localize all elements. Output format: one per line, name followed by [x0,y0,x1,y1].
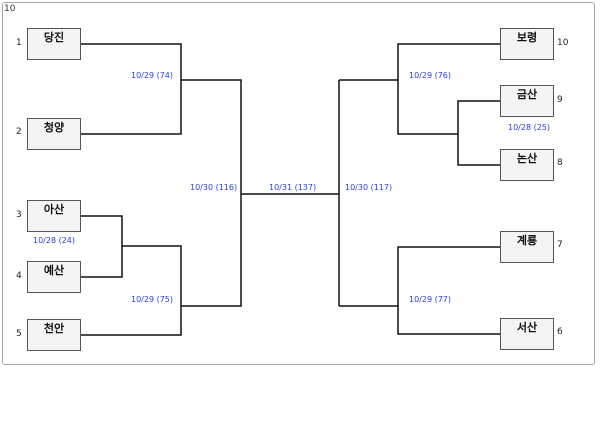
match-date-left-semi: 10/30 (116) [190,183,238,192]
line-left-r1-to-semi [181,79,242,307]
team-name: 서산 [516,321,538,334]
seed-label: 5 [16,329,22,339]
team-name: 논산 [516,152,538,165]
bracket-frame [2,2,595,365]
team-name: 청양 [43,121,65,134]
frame-label: 10 [4,4,16,14]
seed-label: 1 [16,38,22,48]
seed-label: 8 [557,158,563,168]
team-nonsan: 논산 [500,149,554,181]
team-name: 보령 [516,31,538,44]
team-geumsan: 금산 [500,85,554,117]
line-dangjin-cheongyang [81,43,182,135]
line-geumsan-nonsan [457,100,500,166]
match-date-right-r1-top: 10/29 (76) [409,71,452,80]
match-date-left-r1-bottom: 10/29 (75) [131,295,174,304]
match-date-left-pre: 10/28 (24) [33,236,76,245]
team-gyeryong: 계룡 [500,231,554,263]
seed-label: 3 [16,210,22,220]
team-boryeong: 보령 [500,28,554,60]
line-boryeong-pre [397,43,500,135]
team-seosan: 서산 [500,318,554,350]
team-cheonan: 천안 [27,319,81,351]
match-date-right-pre: 10/28 (25) [508,123,551,132]
team-name: 계룡 [516,234,538,247]
team-cheongyang: 청양 [27,118,81,150]
seed-label: 6 [557,327,563,337]
bracket-line-group [81,43,500,336]
line-pre-to-cheonan [81,245,182,336]
team-name: 천안 [43,322,65,335]
line-asan-yesan [81,215,123,278]
seed-label: 4 [16,271,22,281]
match-date-right-r1-bottom: 10/29 (77) [409,295,452,304]
team-name: 당진 [43,31,65,44]
team-dangjin: 당진 [27,28,81,60]
seed-label: 7 [557,240,563,250]
seed-label: 10 [557,38,569,48]
team-name: 아산 [43,203,65,216]
team-name: 예산 [43,264,65,277]
match-date-left-r1-top: 10/29 (74) [131,71,174,80]
line-gyeryong-seosan [397,246,500,335]
team-yesan: 예산 [27,261,81,293]
team-asan: 아산 [27,200,81,232]
match-date-final: 10/31 (137) [269,183,317,192]
seed-label: 9 [557,95,563,105]
match-date-right-semi: 10/30 (117) [345,183,393,192]
seed-label: 2 [16,127,22,137]
team-name: 금산 [516,88,538,101]
line-right-semi-stubs [339,79,398,307]
